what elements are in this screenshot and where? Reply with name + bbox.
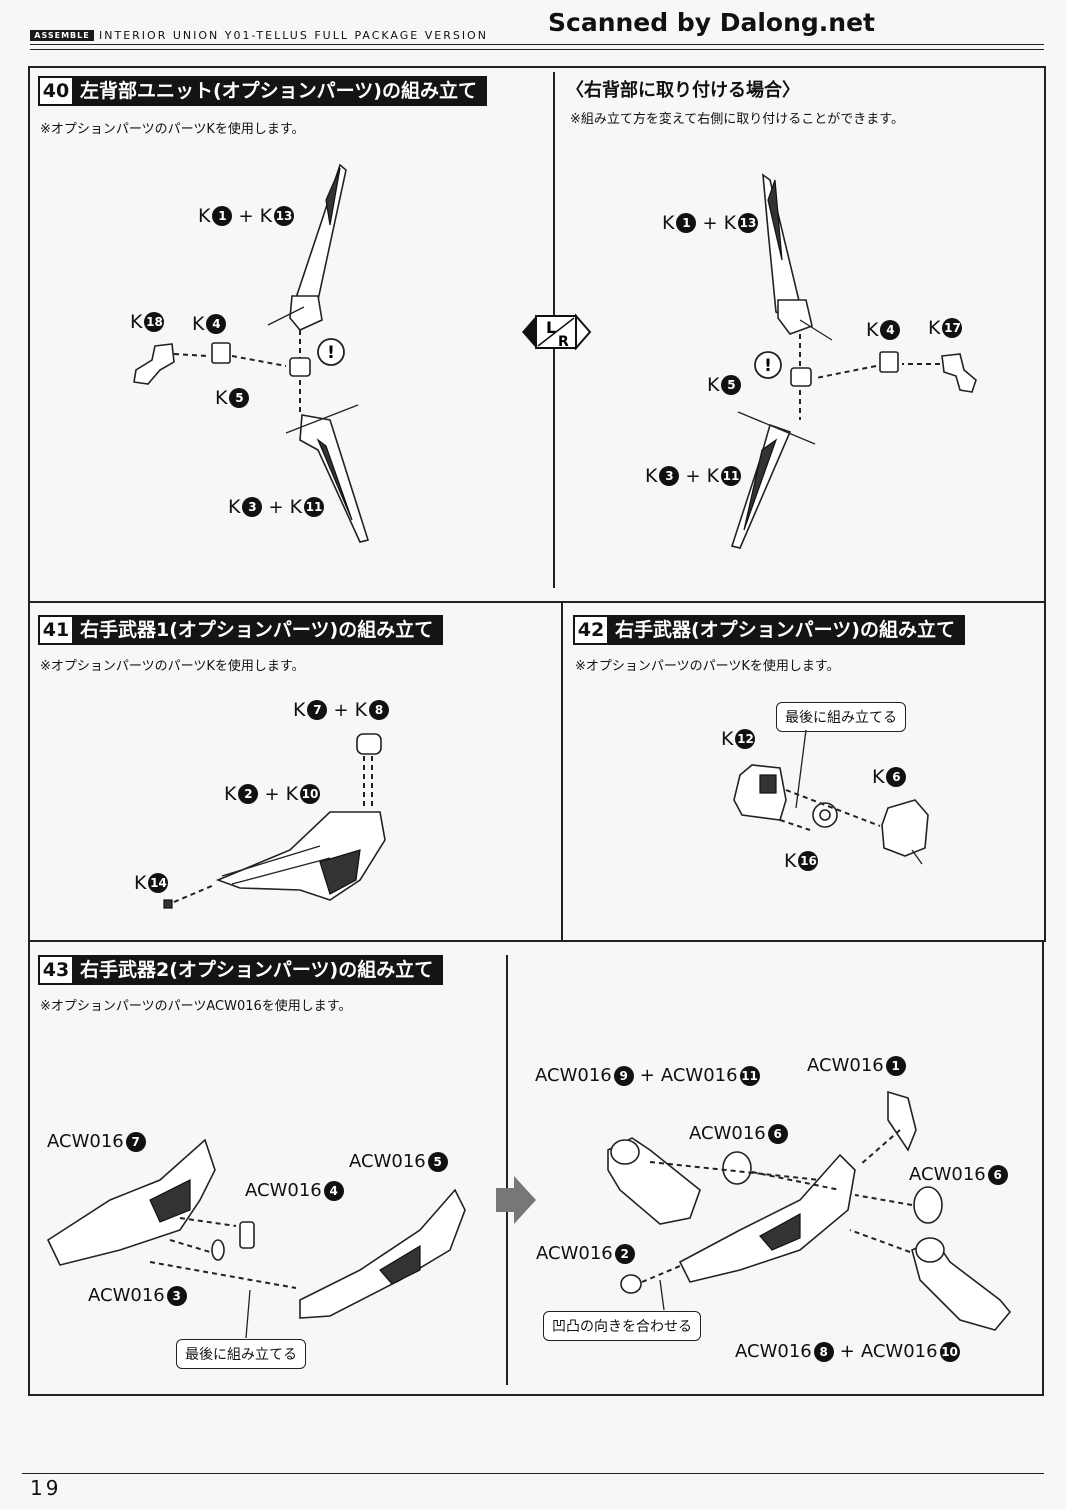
assemble-last-callout-42: 最後に組み立てる: [776, 702, 906, 732]
assemble-tag: ASSEMBLE: [30, 30, 94, 41]
acw016-2-part: [620, 1274, 642, 1294]
step-40-heading: 左背部ユニット(オプションパーツ)の組み立て: [80, 80, 477, 102]
acw016-3-part: [211, 1239, 225, 1261]
step43-frame: [28, 940, 1044, 1396]
step-42-note: ※オプションパーツのパーツKを使用します。: [575, 659, 840, 674]
k14-part: [163, 884, 215, 909]
divider-43: [506, 955, 508, 1385]
step-43-heading: 右手武器2(オプションパーツ)の組み立て: [80, 959, 434, 981]
rule-40-41: [28, 601, 1046, 603]
step-40-number: 40: [40, 78, 72, 104]
k3-k11-blade-part: [285, 380, 370, 543]
rifle-body-part: [215, 811, 386, 901]
step-41-title: 41 右手武器1(オプションパーツ)の組み立て: [38, 615, 444, 645]
alt-k4-part: [879, 351, 899, 373]
acw016-6a-part: [722, 1151, 752, 1185]
main-rifle-body-part: [678, 1153, 856, 1283]
alt-k17-part: [941, 353, 977, 393]
step-43-title: 43 右手武器2(オプションパーツ)の組み立て: [38, 955, 444, 985]
step-42-title: 42 右手武器(オプションパーツ)の組み立て: [573, 615, 965, 645]
acw016-1-part: [887, 1090, 917, 1152]
acw016-6b-part: [913, 1186, 943, 1224]
divider-41-42: [561, 601, 563, 941]
acw016-5-part: [299, 1188, 466, 1319]
alt-attention-icon: !: [754, 351, 782, 379]
svg-text:L: L: [546, 318, 556, 337]
k16-part: [812, 802, 838, 828]
k4-part: [211, 342, 231, 364]
assemble-last-callout-43: 最後に組み立てる: [176, 1339, 306, 1369]
alt-right-back-note: ※組み立て方を変えて右側に取り付けることができます。: [570, 112, 904, 127]
acw016-7-part: [46, 1138, 216, 1266]
acw016-4-part: [239, 1221, 255, 1249]
header-rule: [30, 44, 1044, 45]
alt-k1-k13-blade-part: [762, 173, 833, 366]
attention-icon: !: [317, 338, 345, 366]
step-42-number: 42: [575, 617, 607, 643]
footer-rule: [22, 1473, 1044, 1474]
header-rule-2: [30, 49, 1044, 50]
acw016-9-11-part: [607, 1137, 701, 1225]
align-notch-callout: 凹凸の向きを合わせる: [543, 1311, 701, 1341]
product-title: INTERIOR UNION Y01-TELLUS FULL PACKAGE V…: [99, 29, 488, 42]
k18-part: [133, 343, 175, 385]
k7-k8-part: [356, 733, 382, 808]
k5-joint-part: [289, 357, 311, 377]
instructions-frame: [28, 66, 1046, 942]
alt-k5-joint-part: [790, 367, 812, 387]
alt-k3-k11-blade-part: [730, 390, 816, 549]
k1-k13-blade-part: [267, 163, 347, 358]
step-40-title: 40 左背部ユニット(オプションパーツ)の組み立て: [38, 76, 487, 106]
step-43-note: ※オプションパーツのパーツACW016を使用します。: [40, 999, 352, 1014]
next-arrow-icon: [496, 1176, 536, 1224]
step-41-note: ※オプションパーツのパーツKを使用します。: [40, 659, 305, 674]
scan-watermark: Scanned by Dalong.net: [548, 8, 876, 37]
left-right-swap-icon: L R: [522, 313, 592, 351]
svg-text:R: R: [558, 334, 569, 350]
step-41-heading: 右手武器1(オプションパーツ)の組み立て: [80, 619, 434, 641]
k6-part: [881, 799, 929, 865]
acw016-8-10-part: [911, 1237, 1012, 1331]
step-40-note: ※オプションパーツのパーツKを使用します。: [40, 122, 305, 137]
step-43-number: 43: [40, 957, 72, 983]
page-number: 19: [30, 1476, 62, 1500]
k12-part: [733, 764, 787, 821]
svg-text:!: !: [764, 356, 772, 376]
step-41-number: 41: [40, 617, 72, 643]
step-42-heading: 右手武器(オプションパーツ)の組み立て: [615, 619, 955, 641]
alt-right-back-title: 〈右背部に取り付ける場合〉: [566, 80, 800, 101]
svg-text:!: !: [327, 343, 335, 363]
